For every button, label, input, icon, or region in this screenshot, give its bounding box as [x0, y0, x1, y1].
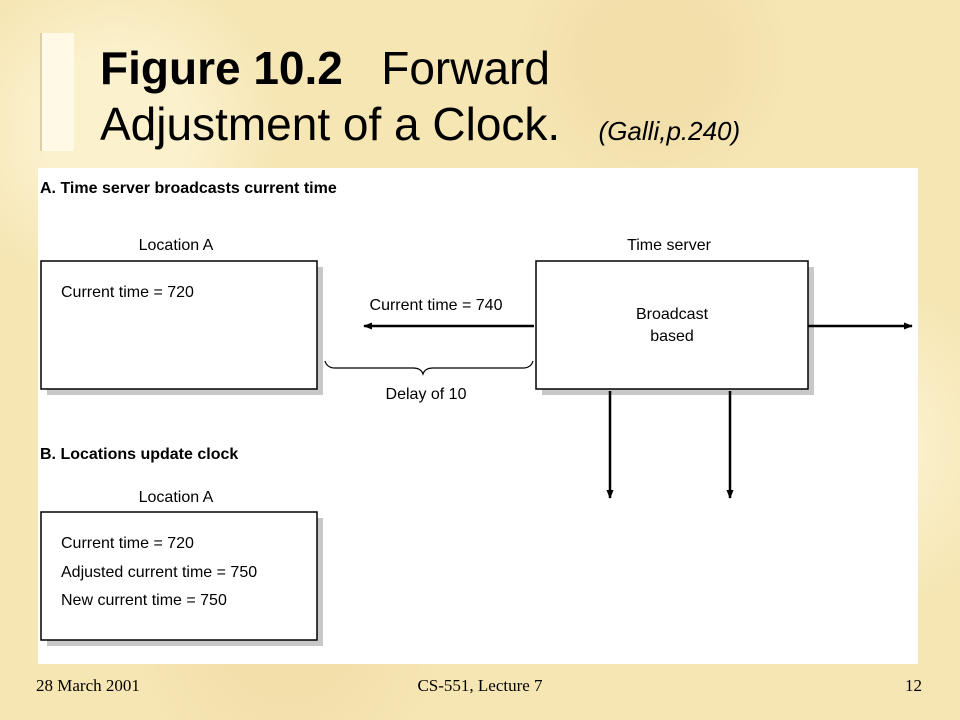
title-figure-number: Figure 10.2 — [100, 42, 343, 94]
time-server-box — [535, 260, 809, 390]
footer-course: CS-551, Lecture 7 — [417, 676, 543, 695]
delay-label: Delay of 10 — [386, 386, 467, 403]
time-server-line1: Broadcast — [636, 306, 709, 323]
location-a-updated-box — [40, 511, 318, 641]
broadcast-message-label: Current time = 740 — [370, 297, 503, 314]
title-line1: Forward — [381, 42, 550, 94]
footer-date: 28 March 2001 — [36, 676, 140, 695]
delay-brace — [324, 360, 534, 376]
location-a-box — [40, 260, 318, 390]
slide-title: Figure 10.2 Forward Adjustment of a Cloc… — [100, 40, 920, 159]
time-server-line2: based — [650, 328, 694, 345]
location-a-current-time: Current time = 720 — [61, 284, 194, 301]
new-current-time: New current time = 750 — [61, 592, 227, 609]
time-server-label: Time server — [627, 237, 712, 254]
footer-page-number: 12 — [905, 676, 922, 695]
diagram-panel: A. Time server broadcasts current time L… — [38, 168, 918, 664]
updated-current-time: Current time = 720 — [61, 535, 194, 552]
section-a-heading: A. Time server broadcasts current time — [40, 180, 337, 197]
location-a-updated-label: Location A — [139, 489, 214, 506]
title-accent-bar — [40, 33, 74, 151]
clock-adjustment-diagram: A. Time server broadcasts current time L… — [40, 180, 913, 646]
title-line2: Adjustment of a Clock. — [100, 98, 561, 150]
adjusted-current-time: Adjusted current time = 750 — [61, 564, 257, 581]
title-citation: (Galli,p.240) — [598, 116, 741, 146]
section-b-heading: B. Locations update clock — [40, 446, 238, 463]
location-a-label: Location A — [139, 237, 214, 254]
